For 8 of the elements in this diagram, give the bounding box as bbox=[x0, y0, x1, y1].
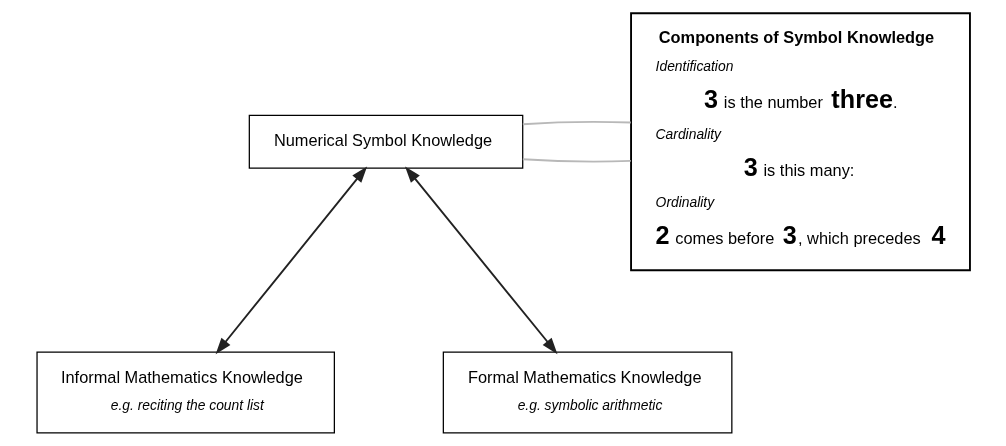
connector bbox=[521, 120, 632, 126]
node-box: Components of Symbol Knowledge Identification 3 is the number three. Cardinality 3 is this many: Ordinality 2 comes before 3, which precedes 4 bbox=[629, 12, 971, 272]
arrow bbox=[215, 166, 367, 355]
connector bbox=[521, 158, 632, 163]
node-box: Formal Mathematics Knowledge e.g. symbolic arithmetic bbox=[442, 351, 732, 434]
arrow bbox=[404, 166, 557, 355]
node-box: Numerical Symbol Knowledge bbox=[248, 114, 523, 169]
node-box: Informal Mathematics Knowledge e.g. reciting the count list bbox=[35, 351, 335, 434]
